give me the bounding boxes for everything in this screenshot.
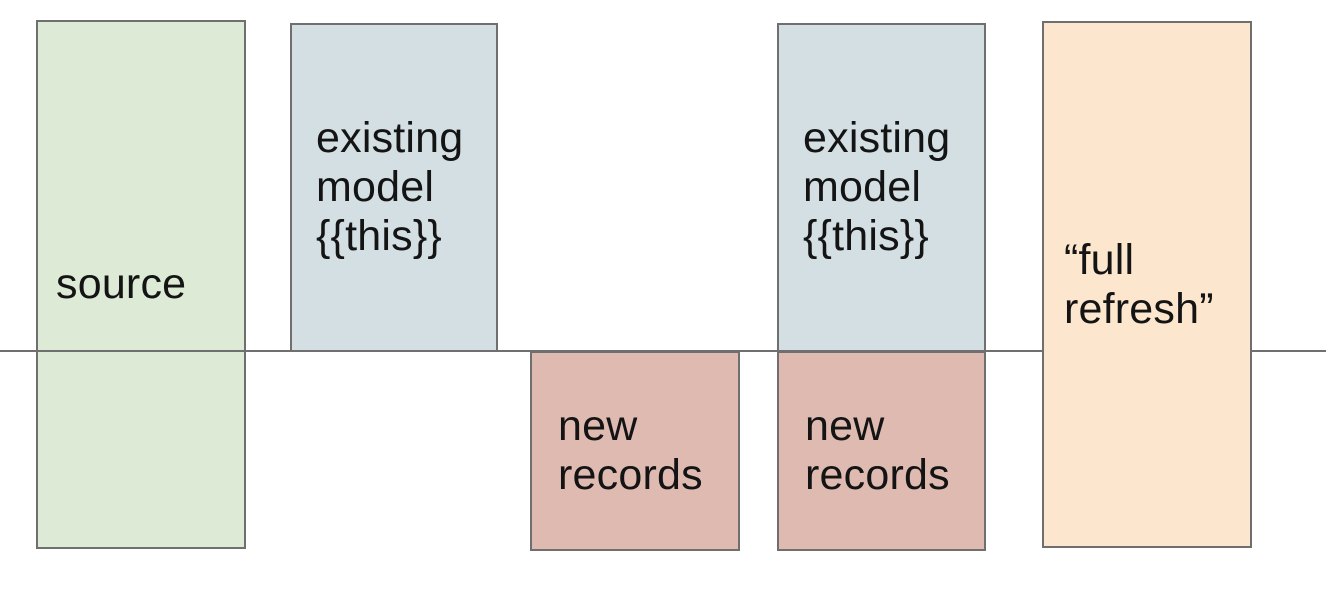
new-records-box-right: new records bbox=[777, 351, 986, 551]
existing-model-box-right: existing model {{this}} bbox=[777, 23, 986, 352]
new-records-box-left: new records bbox=[530, 351, 740, 551]
new-records-label-right: new records bbox=[805, 402, 950, 499]
existing-model-box-left: existing model {{this}} bbox=[290, 23, 498, 352]
source-box: source bbox=[36, 20, 246, 549]
full-refresh-label: “full refresh” bbox=[1064, 235, 1214, 333]
full-refresh-box: “full refresh” bbox=[1042, 21, 1252, 548]
existing-model-label-right: existing model {{this}} bbox=[803, 114, 951, 260]
new-records-label-left: new records bbox=[558, 402, 703, 499]
existing-model-label-left: existing model {{this}} bbox=[316, 114, 464, 260]
source-label: source bbox=[56, 260, 187, 308]
